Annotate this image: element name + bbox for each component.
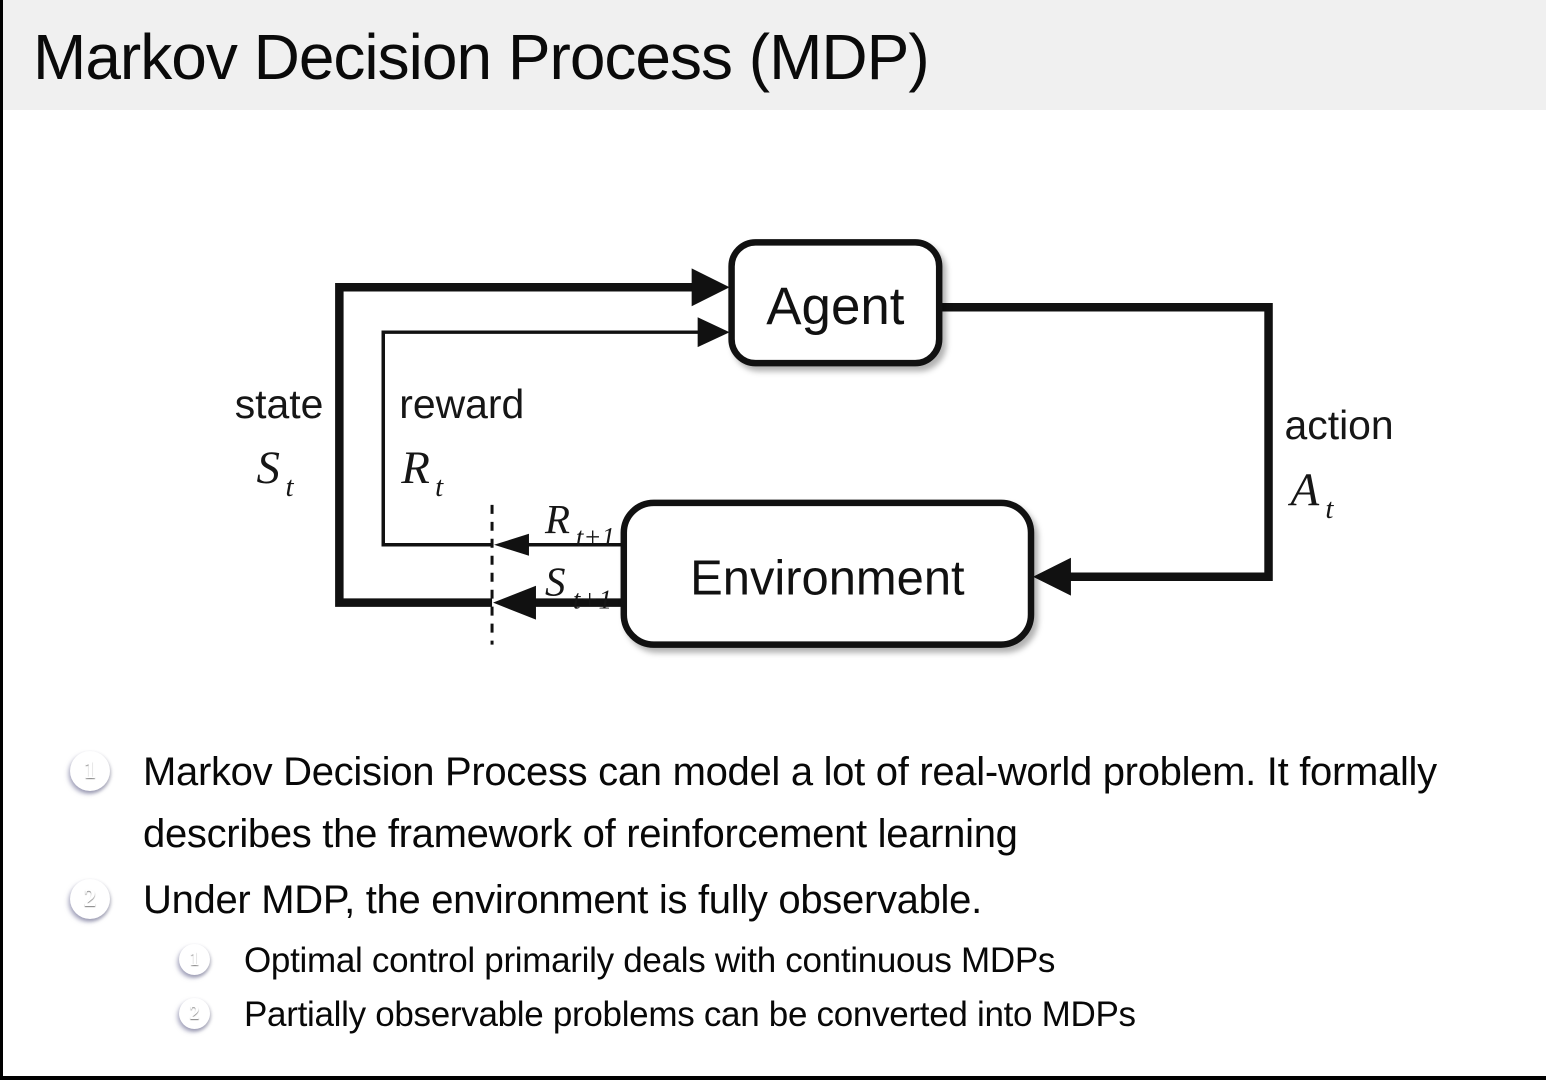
reward-symbol-subscript: t	[435, 471, 444, 503]
state-arrowhead-into-agent	[691, 268, 730, 307]
sub-bullet-list: 1 Optimal control primarily deals with c…	[179, 935, 1510, 1041]
bullet-text: Markov Decision Process can model a lot …	[143, 750, 1437, 856]
action-line	[939, 302, 1273, 581]
reward-symbol: R	[400, 442, 430, 494]
list-item-group: 2 Under MDP, the environment is fully ob…	[66, 869, 1510, 1041]
sub-bullet-number-badge: 1	[179, 944, 210, 975]
next-state-arrowhead	[493, 585, 536, 620]
environment-box	[620, 499, 1035, 648]
action-arrowhead-into-environment	[1032, 557, 1071, 596]
sub-list-item: 1 Optimal control primarily deals with c…	[179, 935, 1510, 987]
next-state-symbol: S	[545, 560, 565, 605]
sub-bullet-text: Optimal control primarily deals with con…	[244, 941, 1056, 980]
next-state-subscript: t+1	[573, 585, 612, 615]
list-item: 1 Markov Decision Process can model a lo…	[66, 741, 1510, 865]
slide-title-bar: Markov Decision Process (MDP)	[3, 0, 1546, 110]
bullet-list: 1 Markov Decision Process can model a lo…	[66, 741, 1510, 1041]
sub-list-item: 2 Partially observable problems can be c…	[179, 989, 1510, 1041]
state-line	[335, 283, 698, 607]
slide-title: Markov Decision Process (MDP)	[33, 21, 930, 93]
reward-word-label: reward	[399, 381, 524, 427]
state-word-label: state	[235, 381, 324, 427]
reward-line	[381, 330, 702, 547]
bullet-number-badge: 1	[70, 751, 110, 791]
next-reward-subscript: t+1	[576, 522, 615, 552]
sub-bullet-number-badge: 2	[179, 998, 210, 1029]
agent-box	[728, 239, 943, 367]
action-symbol: A	[1287, 464, 1319, 516]
environment-label: Environment	[690, 552, 965, 606]
list-item: 2 Under MDP, the environment is fully ob…	[66, 869, 1510, 931]
state-symbol-subscript: t	[285, 471, 294, 503]
action-symbol-subscript: t	[1325, 493, 1334, 525]
reward-arrowhead-into-agent	[697, 317, 730, 348]
next-reward-symbol: R	[544, 497, 570, 542]
agent-label: Agent	[766, 277, 904, 336]
action-word-label: action	[1285, 402, 1394, 448]
mdp-loop-diagram: Agent Environment state S t reward R t a…	[3, 150, 1546, 710]
bullet-text: Under MDP, the environment is fully obse…	[143, 878, 982, 922]
state-symbol: S	[257, 442, 280, 494]
sub-bullet-text: Partially observable problems can be con…	[244, 995, 1136, 1034]
bullet-number-badge: 2	[70, 879, 110, 919]
mdp-loop-svg: Agent Environment state S t reward R t a…	[235, 239, 1394, 648]
next-reward-arrowhead	[494, 533, 529, 556]
